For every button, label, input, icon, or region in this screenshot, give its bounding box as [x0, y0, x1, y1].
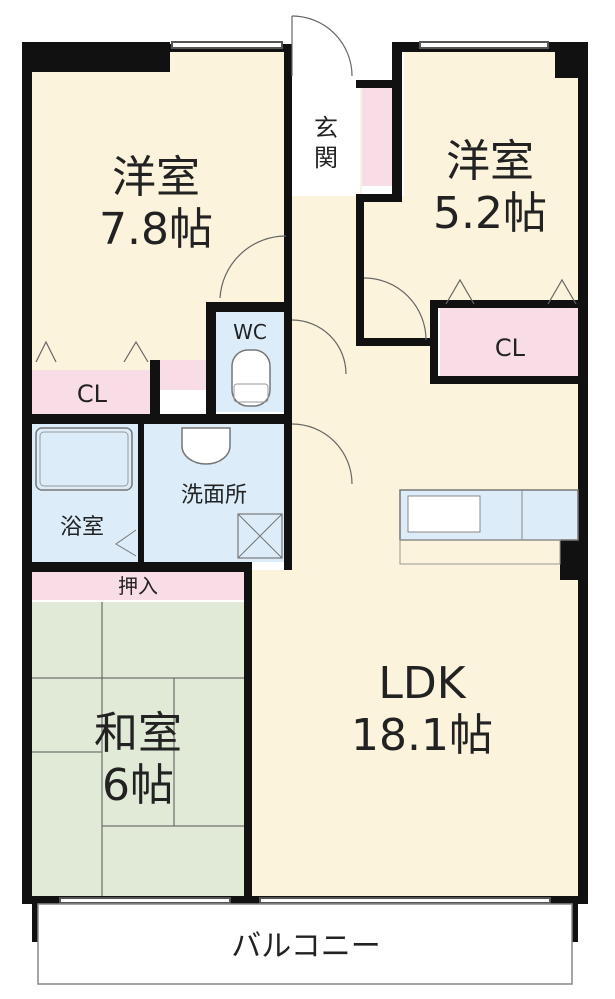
bath-door-mark: [115, 529, 137, 557]
closet-marks: [35, 278, 577, 363]
closet-2-label: CL: [495, 334, 526, 362]
ldk-size: 18.1帖: [351, 710, 493, 761]
japanese-room-name: 和室: [94, 708, 182, 759]
closet-1-label: CL: [77, 380, 108, 408]
western-room-1-size: 7.8帖: [99, 204, 213, 255]
closet-1: [30, 370, 155, 415]
door-swings: [219, 15, 427, 485]
tatami-floor: [30, 602, 244, 900]
western-room-2-size: 5.2帖: [433, 188, 547, 239]
bathtub-inner: [39, 431, 129, 487]
entrance-label-1: 玄: [314, 114, 338, 142]
western-room-1-name: 洋室: [112, 152, 200, 203]
western-room-2-name: 洋室: [446, 136, 534, 187]
washer-space: [237, 513, 283, 559]
western-room-2-floor: [362, 52, 580, 340]
closet-small: [160, 360, 208, 390]
japanese-room-size: 6帖: [102, 760, 174, 811]
balcony-outline: [37, 903, 573, 985]
balcony-label: バルコニー: [231, 929, 380, 964]
wc-label: WC: [233, 320, 267, 344]
bathroom-label: 浴室: [60, 515, 104, 540]
oshiire-label: 押入: [118, 574, 158, 598]
toilet-tank: [233, 383, 269, 403]
ldk-floor: [250, 340, 580, 900]
entrance-label-2: 関: [314, 144, 338, 172]
closet-2: [440, 308, 580, 378]
washroom-label: 洗面所: [181, 483, 247, 508]
counter-edge: [399, 539, 561, 565]
oshiire-floor: [30, 572, 244, 600]
toilet: [231, 349, 271, 407]
entrance-floor: [292, 86, 360, 196]
washbasin: [181, 427, 231, 465]
washer-x2: [237, 513, 283, 559]
shoe-cabinet: [362, 86, 392, 186]
ldk-name: LDK: [378, 658, 466, 709]
kitchen-sink: [407, 495, 481, 533]
windows: [59, 41, 551, 904]
tatami-lines: [30, 602, 244, 900]
bathtub: [35, 427, 133, 491]
